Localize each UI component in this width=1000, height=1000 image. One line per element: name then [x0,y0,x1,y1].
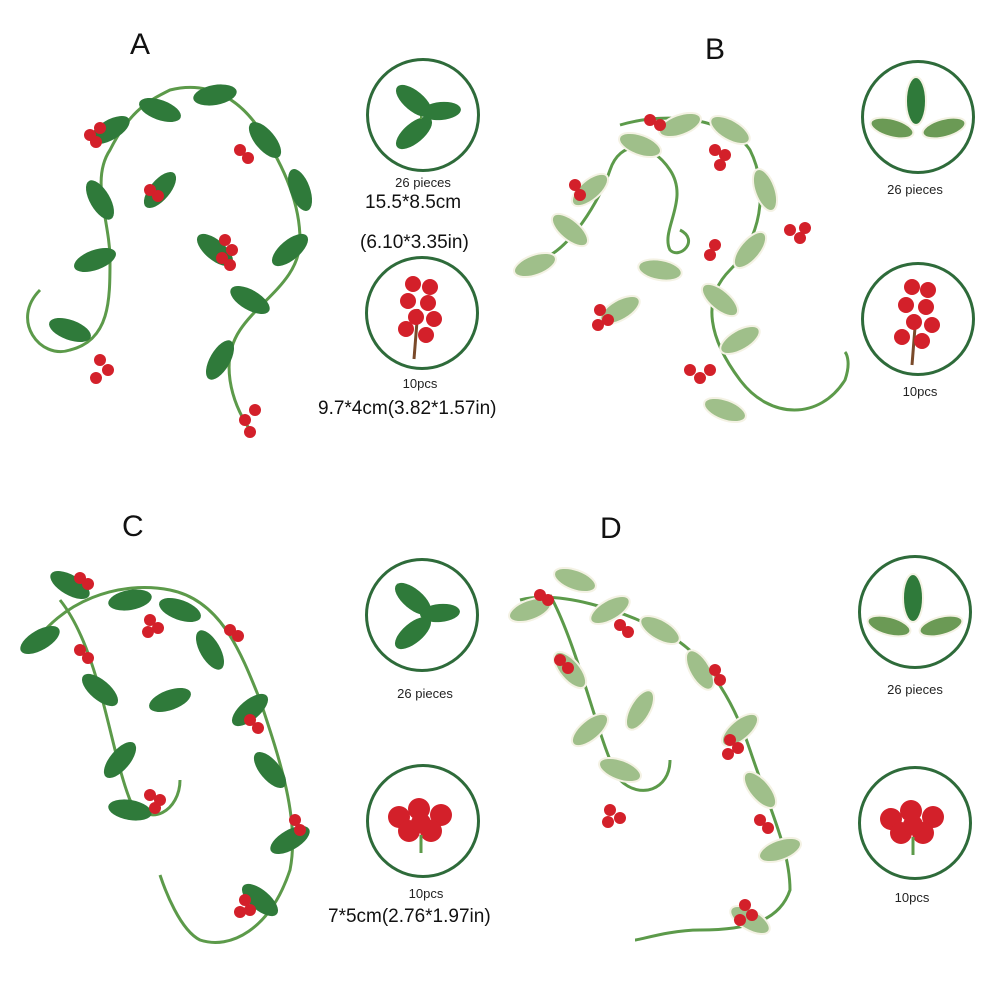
leaf-count-label: 26 pieces [887,682,943,697]
vine-stem [28,586,295,944]
vine-stem [519,594,792,942]
leaf-count-label: 26 pieces [397,686,453,701]
leaf-size-inches-label: (6.10*3.35in) [360,232,469,253]
berry-count-label: 10pcs [402,376,438,391]
berry-cluster-icon [880,800,944,855]
berry-count-label: 10pcs [894,890,930,905]
leaf-detail-circle [366,58,480,172]
red-berries [569,114,811,384]
variegated-holly-leaves [513,111,779,424]
berry-detail-circle [861,262,975,376]
garland-c-image [20,571,310,944]
dark-green-leaf-icon [394,582,460,650]
product-panel-c: C [0,500,500,1000]
leaf-detail-circle [861,60,975,174]
product-panel-a: A [0,0,500,500]
garland-b-image [513,111,850,424]
berry-cluster-icon [894,279,940,366]
berry-size-label: 9.7*4cm(3.82*1.57in) [318,398,497,419]
dark-green-leaf-icon [395,84,461,150]
garland-d-image [508,566,802,942]
product-panel-b: B [500,0,1000,500]
panel-letter: C [122,510,144,543]
red-berries [534,589,774,926]
variegated-leaf-icon [866,573,964,638]
panel-letter: A [130,28,151,61]
leaf-detail-circle [365,558,479,672]
berry-cluster-icon [388,798,452,853]
leaf-detail-circle [858,555,972,669]
product-panel-d: D [500,500,1000,1000]
berry-detail-circle [365,256,479,370]
garland-a-image [26,84,313,438]
holly-leaves [49,84,313,380]
leaf-count-label: 26 pieces [887,182,943,197]
leaf-size-label: 15.5*8.5cm [365,192,462,213]
panel-letter: B [705,33,726,66]
berry-count-label: 10pcs [408,886,444,901]
berry-cluster-icon [398,276,442,360]
red-berries [84,122,261,438]
holly-leaves [20,571,310,917]
berry-count-label: 10pcs [902,384,938,399]
berry-size-label: 7*5cm(2.76*1.97in) [328,906,491,927]
variegated-holly-leaves [508,566,802,935]
panel-letter: D [600,512,622,545]
red-berries [74,572,306,918]
berry-detail-circle [858,766,972,880]
variegated-leaf-icon [869,76,967,140]
leaf-count-label: 26 pieces [395,175,451,190]
berry-detail-circle [366,764,480,878]
